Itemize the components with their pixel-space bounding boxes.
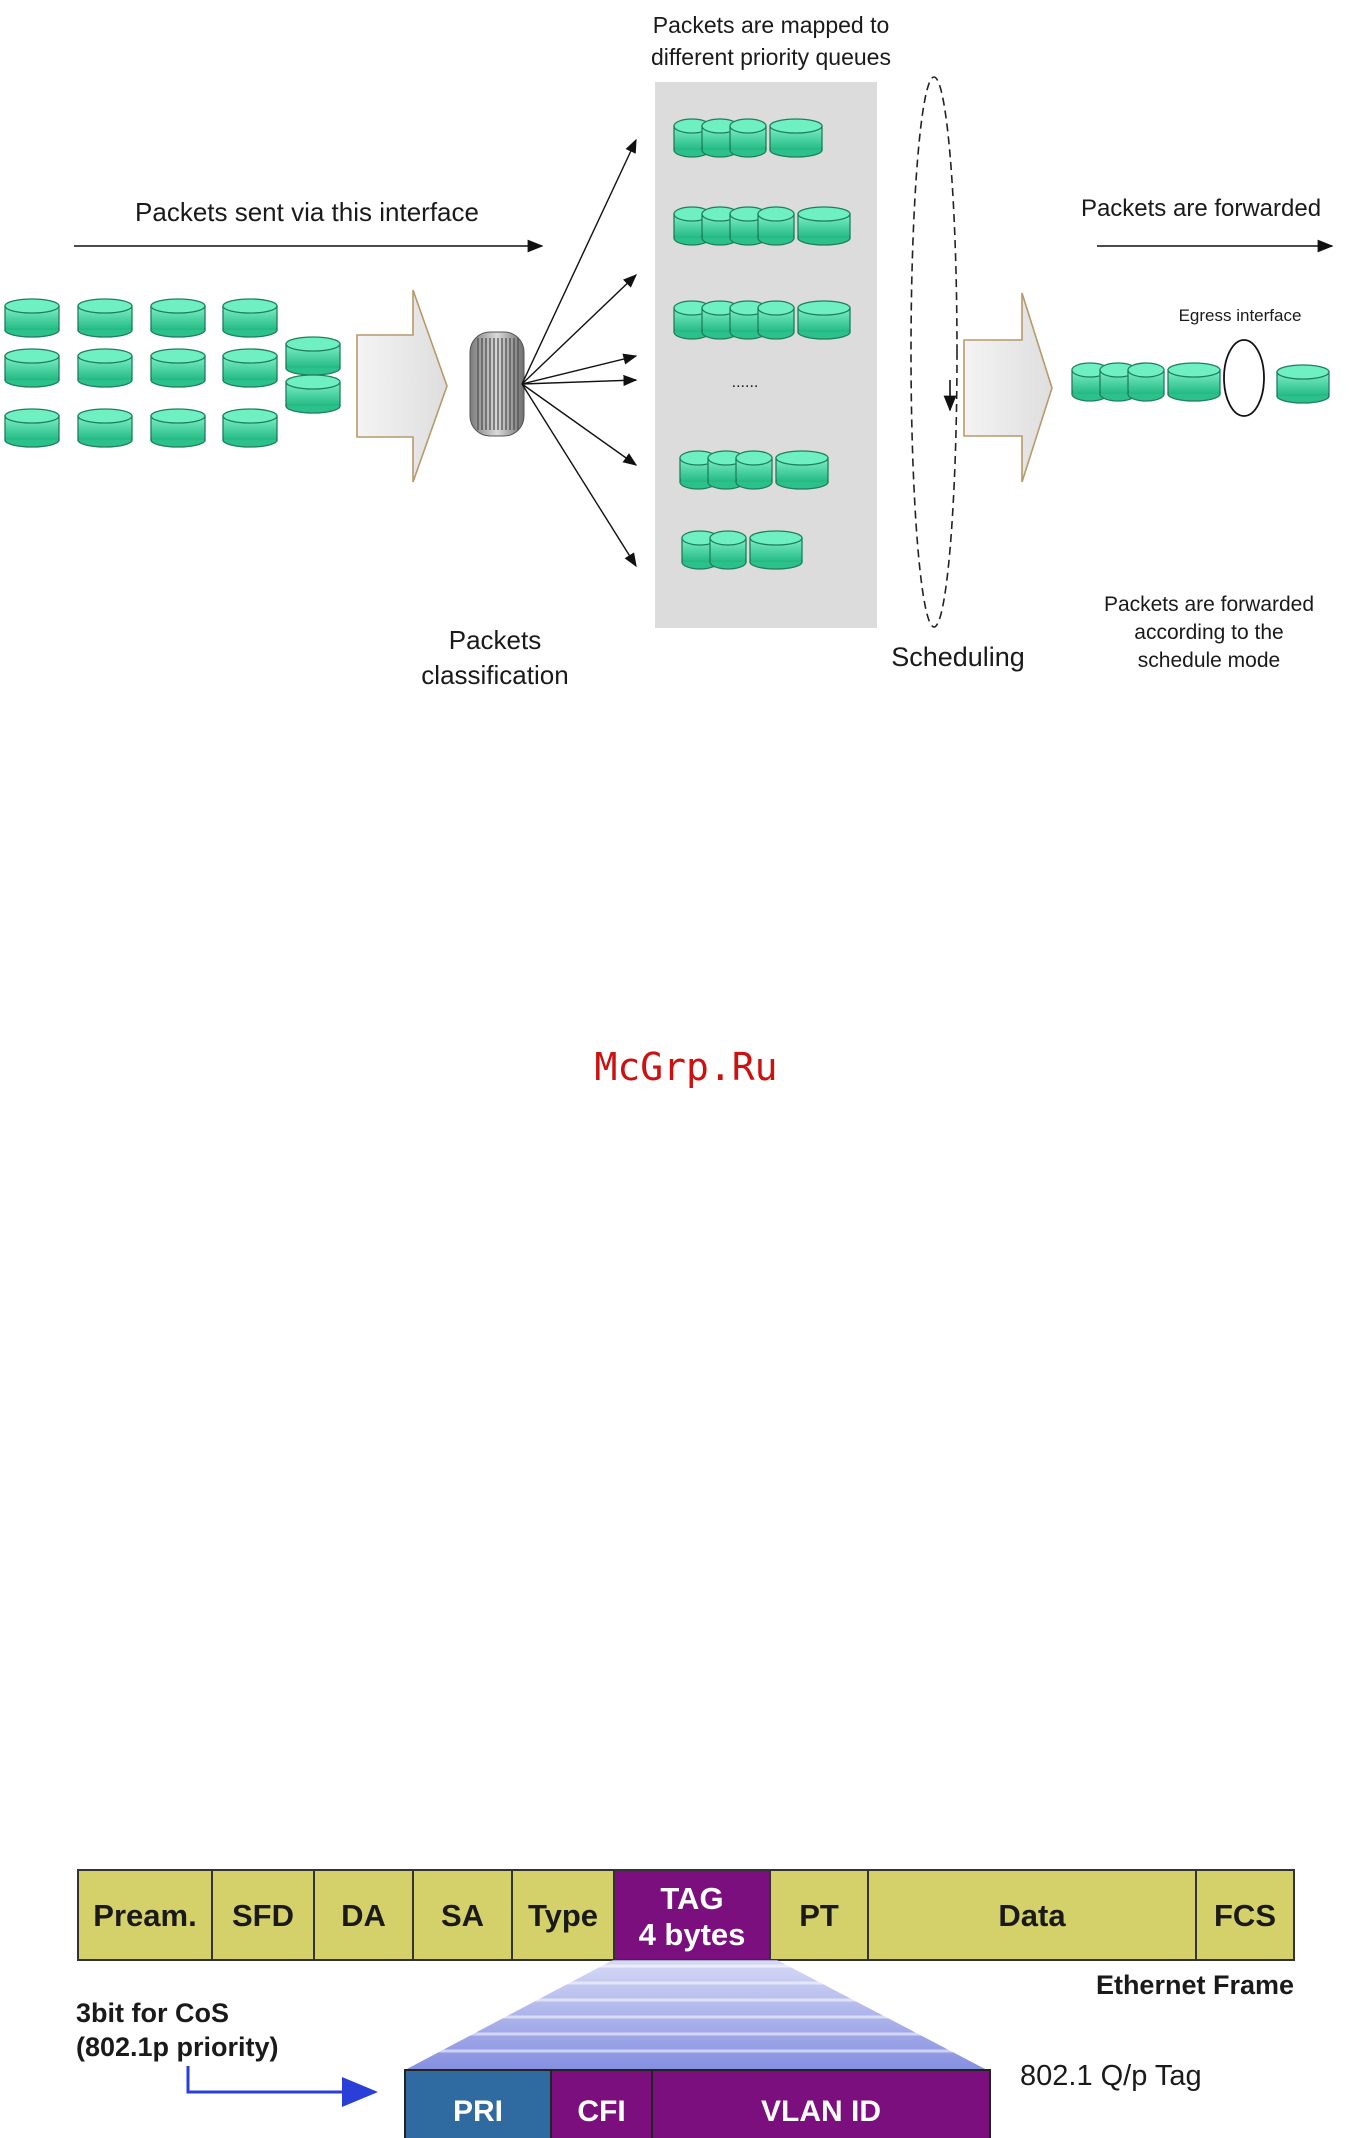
incoming-packet — [222, 408, 278, 448]
frame-field-label: SA — [441, 1898, 484, 1933]
classifier-icon — [469, 331, 525, 437]
scheduling-ellipse — [910, 76, 958, 628]
frame-field-label: SFD — [232, 1898, 294, 1933]
egress-packet — [1127, 362, 1165, 402]
cos-label-line2: (802.1p priority) — [76, 2032, 279, 2062]
frame-field-pream: Pream. — [77, 1869, 213, 1961]
incoming-packet — [150, 348, 206, 388]
incoming-packet — [77, 408, 133, 448]
incoming-packets — [4, 298, 341, 448]
queued-packet — [797, 300, 851, 340]
queue-header-line1: Packets are mapped to — [653, 12, 890, 38]
queued-packet — [797, 206, 851, 246]
frame-field-sa: SA — [412, 1869, 513, 1961]
fan-arrow — [521, 274, 638, 385]
tag-field-cfi: CFI — [550, 2069, 653, 2138]
egress-packet — [1276, 364, 1330, 404]
cos-arrow — [186, 2066, 378, 2107]
frame-field-fcs: FCS — [1195, 1869, 1295, 1961]
tag-size-label: 4 bytes — [639, 1917, 746, 1952]
queue-row — [681, 530, 803, 570]
classification-label-line2: classification — [421, 660, 568, 690]
frame-field-label: Type — [528, 1898, 598, 1933]
scheduling-label: Scheduling — [891, 642, 1025, 672]
fan-arrow — [521, 383, 638, 466]
frame-field-data: Data — [867, 1869, 1197, 1961]
vlan-tag-fields: PRI CFI VLAN ID — [404, 2069, 991, 2138]
incoming-packet — [150, 408, 206, 448]
tag-field-vlanid: VLAN ID — [651, 2069, 991, 2138]
queued-packet — [709, 530, 747, 570]
incoming-packet — [77, 298, 133, 338]
queued-packet — [769, 118, 823, 158]
egress-label: Egress interface — [1179, 306, 1302, 325]
classification-label-line1: Packets — [449, 625, 542, 655]
incoming-packet — [4, 348, 60, 388]
schedule-note-line1: Packets are forwarded — [1104, 593, 1314, 616]
cos-label-line1: 3bit for CoS — [76, 1998, 229, 2028]
incoming-packet — [150, 298, 206, 338]
fan-arrow — [521, 353, 638, 385]
priority-queues — [673, 118, 851, 570]
frame-field-sfd: SFD — [211, 1869, 315, 1961]
incoming-packet — [4, 408, 60, 448]
queued-packet — [729, 118, 767, 158]
tag-label: 802.1 Q/p Tag — [1020, 2060, 1202, 2092]
queue-row — [673, 300, 851, 340]
tag-field-label: PRI — [453, 2095, 503, 2128]
incoming-packet — [4, 298, 60, 338]
frame-field-da: DA — [313, 1869, 414, 1961]
frame-field-pt: PT — [769, 1869, 869, 1961]
frame-field-label: FCS — [1214, 1898, 1276, 1933]
tag-field-pri: PRI — [404, 2069, 552, 2138]
egress-packet — [1167, 362, 1221, 402]
queue-row — [673, 206, 851, 246]
queued-packet — [749, 530, 803, 570]
tag-expansion-fan — [405, 1960, 987, 2070]
frame-field-label: Pream. — [93, 1898, 196, 1933]
block-arrow-left — [356, 289, 448, 483]
queued-packet — [735, 450, 773, 490]
classification-fan-arrows — [521, 138, 638, 568]
ingress-label: Packets sent via this interface — [135, 197, 479, 227]
egress-packets — [1071, 362, 1330, 404]
schedule-note-line2: according to the — [1134, 621, 1283, 644]
queue-ellipsis: ...... — [732, 374, 759, 391]
incoming-packet — [222, 298, 278, 338]
watermark: McGrp.Ru — [594, 1045, 777, 1089]
queue-header-line2: different priority queues — [651, 44, 891, 70]
frame-field-label: TAG — [660, 1881, 723, 1916]
frame-field-label: Data — [998, 1898, 1066, 1933]
queued-packet — [775, 450, 829, 490]
incoming-packet — [285, 374, 341, 414]
tag-field-label: VLAN ID — [761, 2095, 881, 2128]
egress-interface-icon — [1223, 339, 1265, 417]
queued-packet — [757, 206, 795, 246]
frame-field-type: Type — [511, 1869, 615, 1961]
qos-diagram: Packets are mapped to different priority… — [4, 12, 1334, 690]
ethernet-frame-label: Ethernet Frame — [1096, 1970, 1294, 2000]
queued-packet — [757, 300, 795, 340]
frame-field-label: DA — [341, 1898, 386, 1933]
frame-field-label: PT — [799, 1898, 839, 1933]
queue-row — [673, 118, 823, 158]
tag-field-label: CFI — [577, 2095, 625, 2128]
schedule-note-line3: schedule mode — [1138, 649, 1280, 672]
incoming-packet — [222, 348, 278, 388]
block-arrow-right — [963, 292, 1053, 483]
queue-row — [679, 450, 829, 490]
fan-arrow — [521, 374, 638, 387]
incoming-packet — [285, 336, 341, 376]
fan-arrow — [521, 383, 637, 568]
forwarded-label: Packets are forwarded — [1081, 195, 1321, 222]
incoming-packet — [77, 348, 133, 388]
fan-arrow — [521, 138, 637, 385]
